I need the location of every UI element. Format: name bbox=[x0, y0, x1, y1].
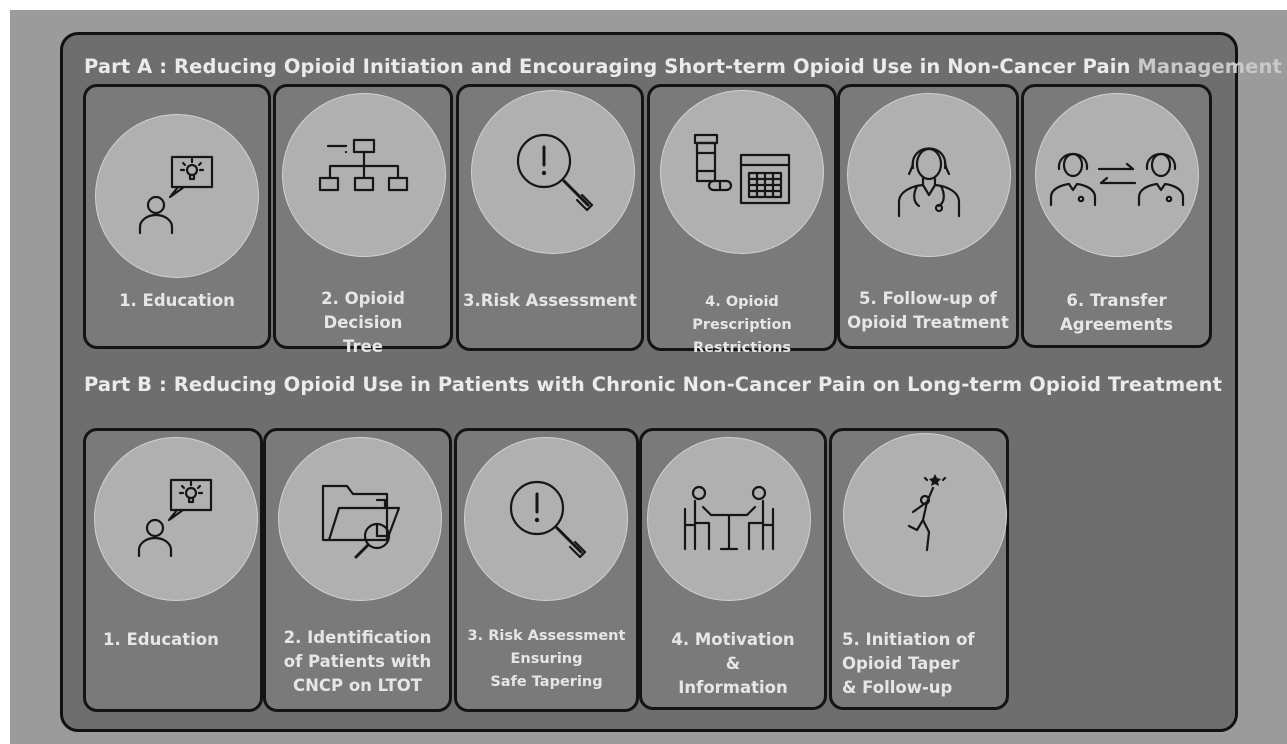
part-a-title-suffix: Management bbox=[1137, 55, 1282, 78]
part-a-step-1-circle bbox=[95, 114, 259, 278]
part-a-step-6-label: 6. Transfer Agreements bbox=[1060, 291, 1173, 334]
part-b-step-1-label: 1. Education bbox=[103, 630, 219, 649]
part-b-step-2-circle bbox=[278, 437, 442, 601]
part-a-step-2-circle bbox=[282, 93, 446, 257]
part-a-step-6: 6. Transfer Agreements bbox=[1021, 84, 1212, 348]
part-b-step-2: 2. Identification of Patients with CNCP … bbox=[263, 428, 452, 712]
part-a-step-3-label: 3.Risk Assessment bbox=[463, 291, 637, 310]
education-icon bbox=[137, 478, 213, 558]
part-b-step-5-label: 5. Initiation of Opioid Taper & Follow-u… bbox=[842, 630, 975, 697]
part-a-step-1: 1. Education bbox=[83, 84, 271, 349]
part-a-step-4-label: 4. Opioid Prescription Restrictions bbox=[692, 294, 792, 356]
part-a-step-5: 5. Follow-up of Opioid Treatment bbox=[837, 84, 1019, 349]
part-b-step-2-label: 2. Identification of Patients with CNCP … bbox=[283, 628, 432, 695]
part-a-step-3-circle bbox=[471, 90, 635, 254]
part-b-step-4-label: 4. Motivation & Information bbox=[671, 630, 795, 697]
part-b-title: Part B : Reducing Opioid Use in Patients… bbox=[84, 373, 1223, 396]
doctor-transfer-icon bbox=[1049, 152, 1185, 207]
part-b-step-4-circle bbox=[647, 437, 811, 601]
part-b-step-3: 3. Risk Assessment Ensuring Safe Taperin… bbox=[454, 428, 639, 712]
part-a-step-4-circle bbox=[660, 90, 824, 254]
part-b-step-1-circle bbox=[94, 437, 258, 601]
part-a-title: Part A : Reducing Opioid Initiation and … bbox=[84, 55, 1282, 78]
part-a-step-4: 4. Opioid Prescription Restrictions bbox=[647, 84, 837, 356]
risk-magnifier-icon bbox=[509, 480, 587, 559]
part-a-step-3: 3.Risk Assessment bbox=[456, 84, 644, 351]
part-b-step-3-label: 3. Risk Assessment Ensuring Safe Taperin… bbox=[467, 628, 626, 690]
risk-magnifier-icon bbox=[516, 133, 594, 212]
doctor-icon bbox=[897, 147, 961, 218]
part-b-step-1: 1. Education bbox=[83, 428, 263, 712]
part-b-step-5: 5. Initiation of Opioid Taper & Follow-u… bbox=[829, 428, 1009, 710]
part-a-step-5-circle bbox=[847, 93, 1011, 257]
part-a-step-6-circle bbox=[1035, 93, 1199, 257]
prescription-calendar-icon bbox=[693, 133, 791, 205]
decision-tree-icon bbox=[318, 138, 409, 192]
part-a-step-5-label: 5. Follow-up of Opioid Treatment bbox=[847, 289, 1009, 332]
reaching-star-icon bbox=[907, 474, 947, 552]
part-b-step-3-circle bbox=[464, 437, 628, 601]
consultation-icon bbox=[683, 485, 775, 551]
part-a-step-2-label: 2. Opioid Decision Tree bbox=[321, 289, 405, 356]
education-icon bbox=[138, 155, 214, 235]
part-b-step-5-circle bbox=[843, 433, 1007, 597]
part-b-step-4: 4. Motivation & Information bbox=[639, 428, 827, 710]
folder-search-icon bbox=[321, 484, 401, 559]
part-a-step-2: 2. Opioid Decision Tree bbox=[273, 84, 453, 356]
part-a-step-1-label: 1. Education bbox=[119, 291, 235, 310]
